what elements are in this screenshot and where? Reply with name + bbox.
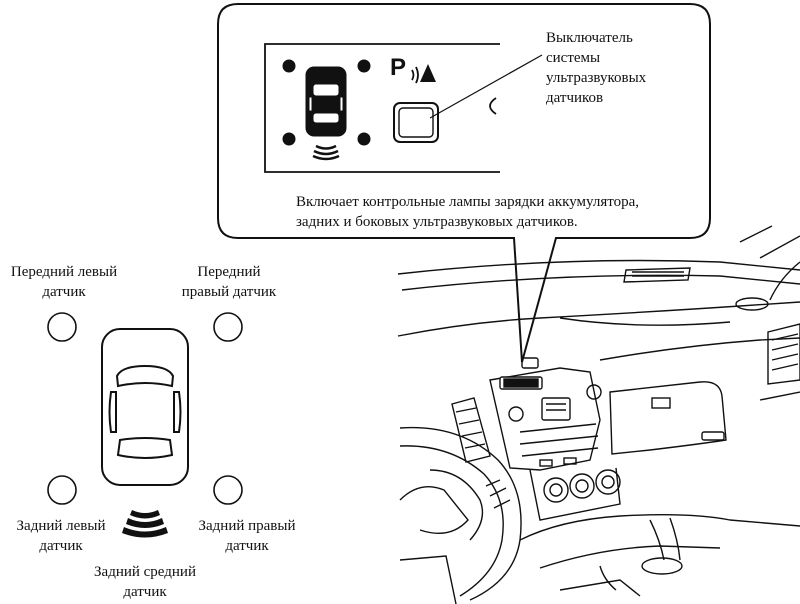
- sensor-switch-button: [393, 102, 439, 143]
- label-front-right: Передний правый датчик: [172, 262, 286, 302]
- park-symbol: P: [390, 54, 407, 81]
- panel-dot-rr: [357, 132, 371, 146]
- sensor-circles: [47, 312, 243, 505]
- panel-dot-rl: [282, 132, 296, 146]
- panel-dot-fl: [282, 59, 296, 73]
- parking-warning-icon: [420, 64, 436, 82]
- label-front-right-line-1: Передний: [197, 264, 261, 280]
- label-rear-right: Задний правый датчик: [184, 516, 310, 556]
- label-front-left-line-2: датчик: [42, 284, 86, 300]
- label-front-left: Передний левый датчик: [2, 262, 126, 302]
- label-rear-middle: Задний средний датчик: [82, 562, 208, 602]
- label-rear-left-line-1: Задний левый: [16, 518, 106, 534]
- label-front-right-line-2: правый датчик: [181, 284, 277, 300]
- label-rear-left-line-2: датчик: [39, 538, 83, 554]
- label-rear-middle-line-2: датчик: [123, 584, 167, 600]
- label-rear-left: Задний левый датчик: [4, 516, 118, 556]
- sensor-rear-right-icon: [213, 475, 243, 505]
- dashboard-illustration: [397, 225, 800, 604]
- topview-car: [101, 328, 189, 486]
- switch-label-line-3: ультразвуковых: [546, 70, 647, 86]
- callout-description: Включает контрольные лампы зарядки аккум…: [296, 192, 639, 232]
- control-panel: [264, 43, 543, 173]
- sensor-front-left-icon: [47, 312, 77, 342]
- sensor-front-right-icon: [213, 312, 243, 342]
- label-front-left-line-1: Передний левый: [10, 264, 118, 280]
- switch-label-line-1: Выключатель: [546, 30, 633, 46]
- callout-description-line-2: задних и боковых ультразвуковых датчиков…: [296, 214, 578, 230]
- switch-label-line-2: системы: [546, 50, 601, 66]
- callout-description-line-1: Включает контрольные лампы зарядки аккум…: [296, 194, 639, 210]
- panel-rear-arcs-icon: [312, 144, 340, 161]
- sensor-rear-left-icon: [47, 475, 77, 505]
- label-rear-right-line-1: Задний правый: [198, 518, 296, 534]
- switch-label: Выключатель системы ультразвуковых датчи…: [546, 28, 646, 108]
- sensor-rear-middle-icon: [122, 510, 168, 538]
- label-rear-middle-line-1: Задний средний: [94, 564, 196, 580]
- panel-car-icon: [305, 66, 347, 137]
- switch-label-line-4: датчиков: [546, 90, 604, 106]
- panel-dot-fr: [357, 59, 371, 73]
- switch-leader-line: [429, 54, 543, 119]
- label-rear-right-line-2: датчик: [225, 538, 269, 554]
